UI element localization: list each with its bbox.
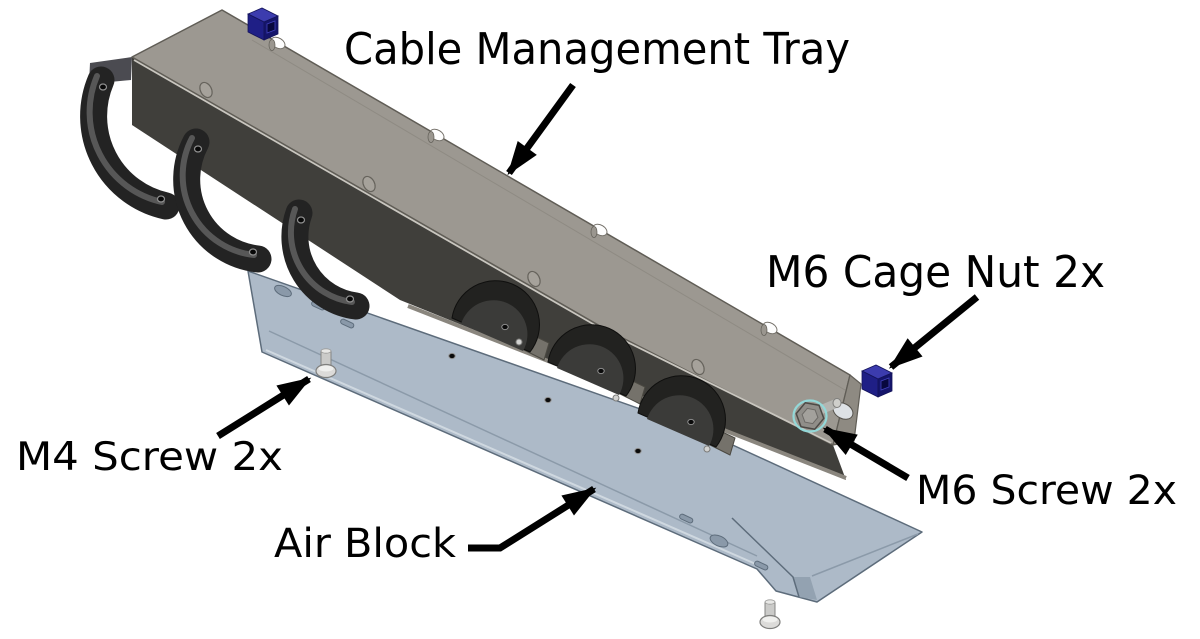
cable-scoops-drawing <box>448 280 736 456</box>
edge-tab <box>199 81 213 99</box>
finger-hole <box>156 195 166 203</box>
tray-top-crease <box>251 39 846 391</box>
m6-cage-nut-top <box>247 7 279 41</box>
scoop-hole <box>501 323 509 331</box>
scoop-hole <box>687 418 695 426</box>
cable-scoop <box>634 375 736 456</box>
scoop-hole <box>597 367 605 375</box>
arrow-m6-screw <box>822 425 910 482</box>
edge-tab <box>362 175 376 193</box>
air-block-step-face <box>793 577 817 600</box>
scoop-hole <box>544 396 552 404</box>
air-block-drawing <box>247 270 923 603</box>
cage-nut-hole <box>266 20 276 34</box>
cable-finger <box>80 66 180 220</box>
edge-notch <box>590 223 608 238</box>
air-block-crease <box>268 330 758 557</box>
arrow-cable-management-tray <box>506 82 576 176</box>
label-air-block: Air Block <box>274 521 457 567</box>
label-m6-screw: M6 Screw 2x <box>916 468 1177 514</box>
finger-hole <box>296 216 306 224</box>
edge-notch <box>427 128 445 143</box>
air-block-lip-crease <box>811 533 919 577</box>
arrow-m4-screw <box>216 376 312 439</box>
air-block-step-line <box>731 517 800 598</box>
scoop-hole <box>634 447 642 455</box>
edge-notch <box>760 321 778 336</box>
leader-arrows <box>216 82 980 552</box>
edge-tab <box>691 358 705 376</box>
edge-notch <box>268 36 286 51</box>
air-block-oval-hole <box>709 534 729 548</box>
finger-hole <box>248 248 258 256</box>
scoop-rivet <box>612 394 620 402</box>
part-labels: Cable Management Tray M6 Cage Nut 2x M4 … <box>16 24 1177 567</box>
label-m4-screw: M4 Screw 2x <box>16 435 283 480</box>
m6-screw <box>792 398 842 433</box>
m4-screw-bottom <box>759 599 781 630</box>
finger-hole <box>193 145 203 153</box>
cable-scoop <box>544 324 646 405</box>
arrow-m6-cage-nut <box>888 294 980 370</box>
edge-tab <box>527 270 541 288</box>
finger-hole <box>345 295 355 303</box>
cage-nut-hole <box>880 377 890 391</box>
m4-screw-left <box>315 348 337 379</box>
cable-finger <box>173 128 272 273</box>
finger-hole <box>98 83 108 91</box>
m6-washer-ring <box>792 399 828 433</box>
scoop-rivet <box>703 445 711 453</box>
air-block-slot <box>754 560 769 571</box>
air-block-plate <box>247 270 923 603</box>
tray-interior-shadow <box>132 57 846 480</box>
cable-finger <box>281 199 370 320</box>
cable-fingers-drawing <box>80 66 370 320</box>
air-block-edge-highlight <box>265 349 759 566</box>
air-block-oval-hole <box>274 284 292 298</box>
scoop-hole <box>448 352 456 360</box>
label-cable-management-tray: Cable Management Tray <box>344 24 850 75</box>
m6-cage-nut-right <box>861 364 893 398</box>
label-m6-cage-nut: M6 Cage Nut 2x <box>766 247 1105 298</box>
air-block-slot <box>340 318 355 329</box>
arrow-air-block <box>468 486 597 552</box>
cable-scoop <box>448 280 550 361</box>
scoop-rivet <box>515 338 523 346</box>
air-block-slot <box>679 513 694 524</box>
